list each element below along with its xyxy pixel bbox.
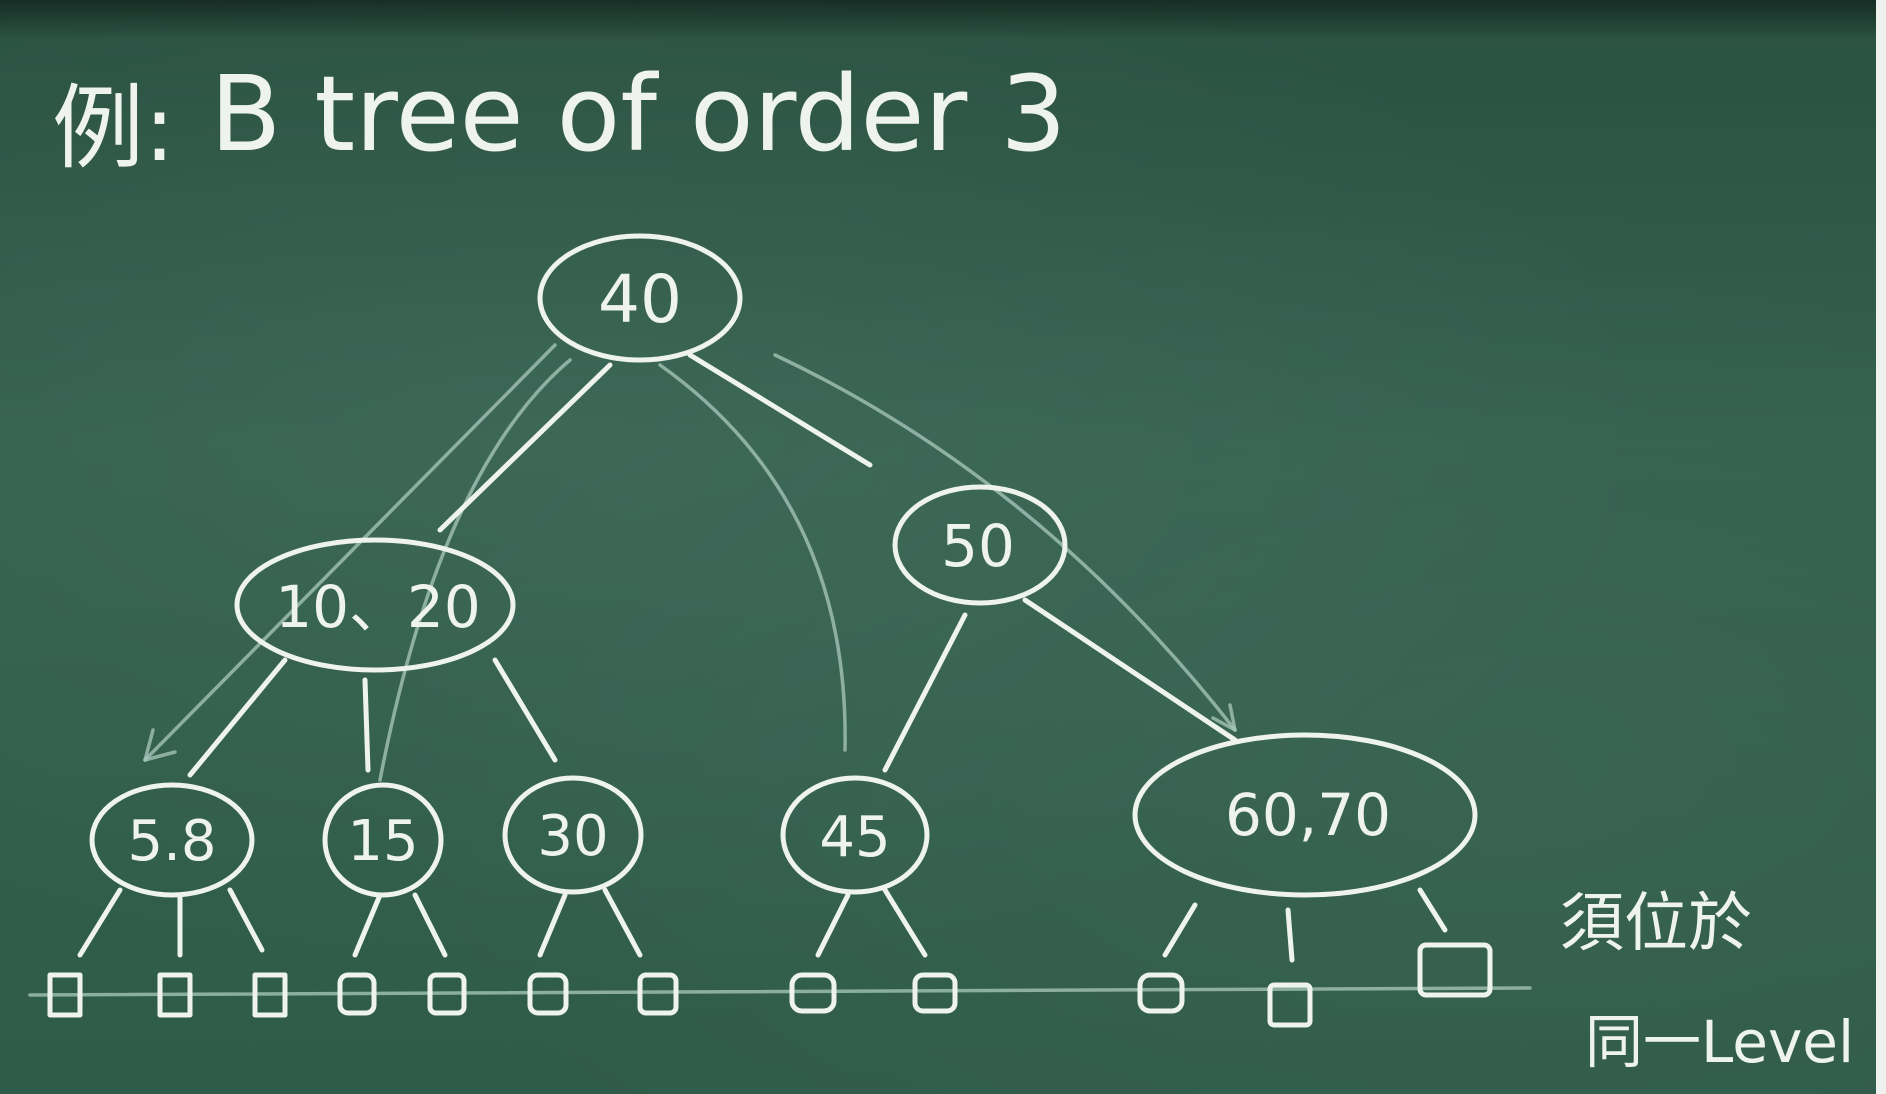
title-prefix: 例: <box>52 75 175 182</box>
tree-node-leaf-3: 30 <box>502 775 644 895</box>
node-key-label: 10、20 <box>275 573 481 641</box>
node-key-label: 45 <box>819 805 890 870</box>
ghost-arrows <box>28 343 1532 997</box>
node-key-label: 5.8 <box>127 809 216 874</box>
tree-node-leaf-5: 60,70 <box>1132 732 1478 898</box>
board-right-edge <box>1876 0 1886 1094</box>
node-key-label: 40 <box>598 261 682 338</box>
node-key-label: 50 <box>941 512 1015 580</box>
annotation-line-2: 同一Level <box>1585 1008 1854 1076</box>
diagram-title: B tree of order 3 <box>210 53 1067 175</box>
annotation-line-1: 須位於 <box>1560 887 1752 961</box>
tree-node-l1-right: 50 <box>892 484 1068 606</box>
null-pointers <box>47 887 1493 1028</box>
node-key-label: 60,70 <box>1225 781 1391 849</box>
node-key-label: 15 <box>347 809 418 874</box>
tree-node-root: 40 <box>537 233 743 363</box>
node-key-label: 30 <box>537 804 608 869</box>
annotation: 須位於 同一Level <box>1560 887 1854 1076</box>
tree-node-leaf-2: 15 <box>322 782 444 898</box>
tree-node-leaf-1: 5.8 <box>89 782 255 898</box>
board-top-shadow <box>0 0 1886 40</box>
tree-edges <box>187 352 1238 778</box>
tree-node-leaf-4: 45 <box>780 775 930 895</box>
tree-node-l1-left: 10、20 <box>234 537 516 673</box>
